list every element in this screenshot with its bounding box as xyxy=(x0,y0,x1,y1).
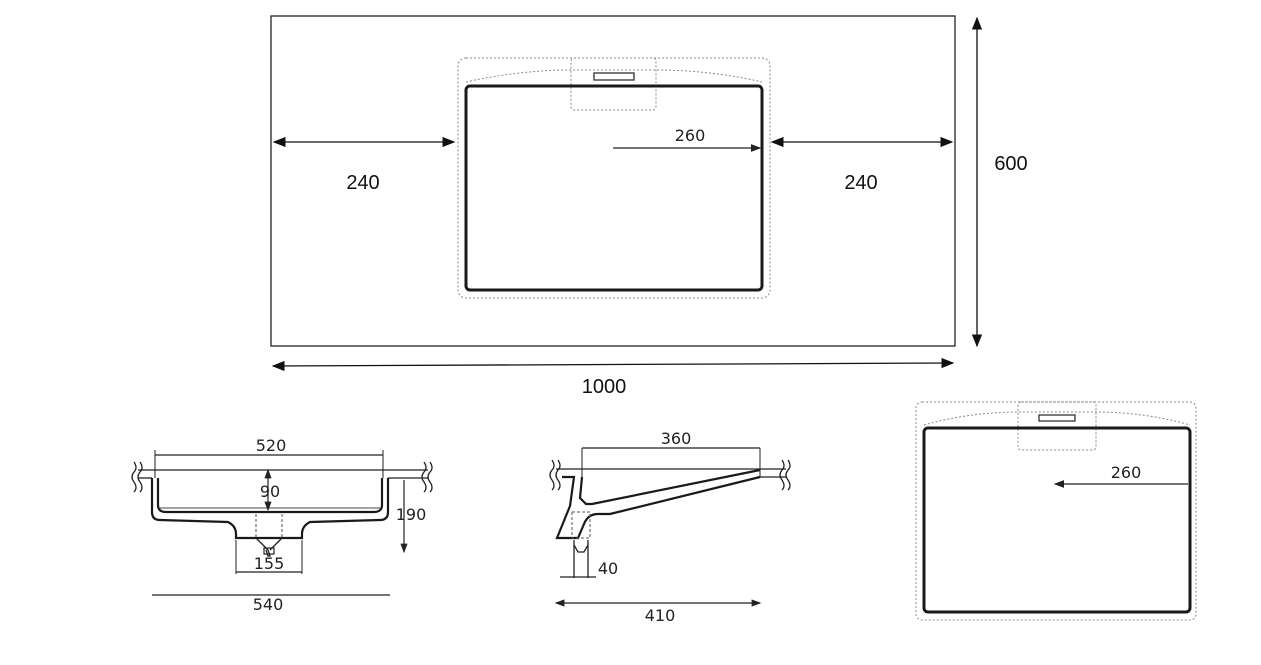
side-break-left-2 xyxy=(555,459,561,491)
side-break-left xyxy=(549,459,555,491)
top-view: 260 240 240 600 1000 xyxy=(270,15,1028,398)
dim-40-label: 40 xyxy=(598,559,618,578)
dim-360-label: 360 xyxy=(661,429,692,448)
overflow-box-dotted xyxy=(570,57,657,111)
basin-section-inner xyxy=(156,478,384,514)
dim-1000-line xyxy=(271,357,955,372)
break-mark-right-2 xyxy=(427,461,433,493)
detail-view: 260 xyxy=(915,401,1197,621)
break-mark-left xyxy=(131,461,137,493)
detail-overflow-slot xyxy=(1038,414,1076,422)
basin-footprint-dotted xyxy=(457,57,771,299)
dim-155-label: 155 xyxy=(254,554,285,573)
drain-pipe xyxy=(263,547,275,555)
break-mark-left-2 xyxy=(137,461,143,493)
dim-90-label: 90 xyxy=(260,482,280,501)
dim-right-240-label: 240 xyxy=(844,172,877,194)
front-section: 520 90 190 155 540 xyxy=(131,436,433,614)
break-mark-right xyxy=(421,461,427,493)
detail-footprint-dotted xyxy=(915,401,1197,621)
dim-600-label: 600 xyxy=(994,153,1027,175)
side-basin-outer xyxy=(555,475,761,540)
side-outlet-box xyxy=(571,511,591,539)
dim-410-label: 410 xyxy=(645,606,676,625)
dim-540-label: 540 xyxy=(253,595,284,614)
side-section: 40 360 410 xyxy=(549,429,791,625)
side-break-right xyxy=(779,459,785,491)
dim-1000-label: 1000 xyxy=(582,376,627,398)
countertop-outline xyxy=(270,15,956,347)
dim-left-240-label: 240 xyxy=(346,172,379,194)
overflow-slot xyxy=(593,72,635,81)
side-basin-inner xyxy=(578,468,761,506)
basin-rim-dotted xyxy=(465,69,763,83)
detail-overflow-box xyxy=(1017,401,1097,451)
detail-basin-bowl xyxy=(922,426,1192,614)
dim-520-label: 520 xyxy=(256,436,287,455)
side-break-right-2 xyxy=(785,459,791,491)
detail-rim-dotted xyxy=(923,411,1191,426)
dim-260-label: 260 xyxy=(675,126,706,145)
detail-dim-260-label: 260 xyxy=(1111,463,1142,482)
basin-section-outer xyxy=(150,478,390,540)
basin-bowl xyxy=(464,84,764,292)
dim-190-label: 190 xyxy=(396,505,427,524)
side-outlet-neck xyxy=(573,544,589,553)
